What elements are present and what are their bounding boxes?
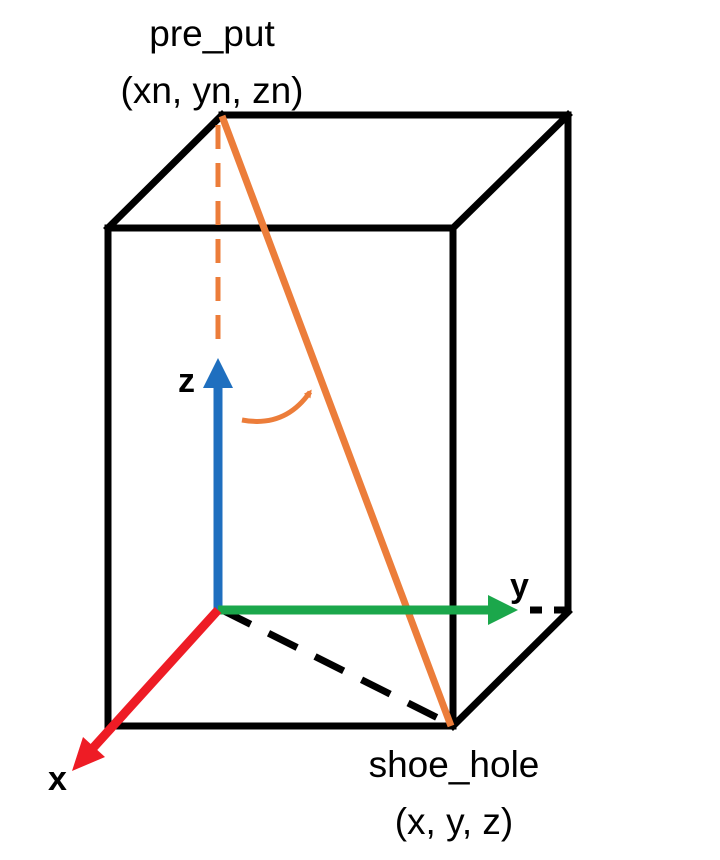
y-axis-arrowhead-icon bbox=[488, 595, 518, 625]
x-axis-arrowhead-icon bbox=[72, 737, 105, 771]
axes bbox=[72, 358, 518, 771]
shoe-hole-label: shoe_hole bbox=[369, 744, 540, 785]
x-axis-line bbox=[89, 606, 222, 752]
angle-arc-icon bbox=[241, 389, 313, 424]
x-axis-label: x bbox=[48, 760, 67, 798]
top-left-edge bbox=[103, 110, 227, 233]
pre-put-to-shoe-hole-line bbox=[218, 114, 455, 728]
shoe-hole-coords: (x, y, z) bbox=[395, 801, 514, 842]
hidden-diagonal-edge bbox=[220, 606, 454, 729]
y-axis-label: y bbox=[510, 567, 529, 605]
box-edges bbox=[103, 110, 573, 731]
pre-put-coords: (xn, yn, zn) bbox=[121, 70, 304, 111]
top-right-edge bbox=[448, 110, 573, 233]
pre-put-label: pre_put bbox=[149, 13, 275, 54]
hidden-edges bbox=[220, 606, 566, 729]
orange-lines bbox=[215, 114, 455, 728]
z-axis-label: z bbox=[178, 362, 195, 400]
z-axis-arrowhead-icon bbox=[203, 358, 233, 388]
front-face bbox=[104, 224, 457, 730]
bottom-right-edge bbox=[448, 607, 573, 731]
